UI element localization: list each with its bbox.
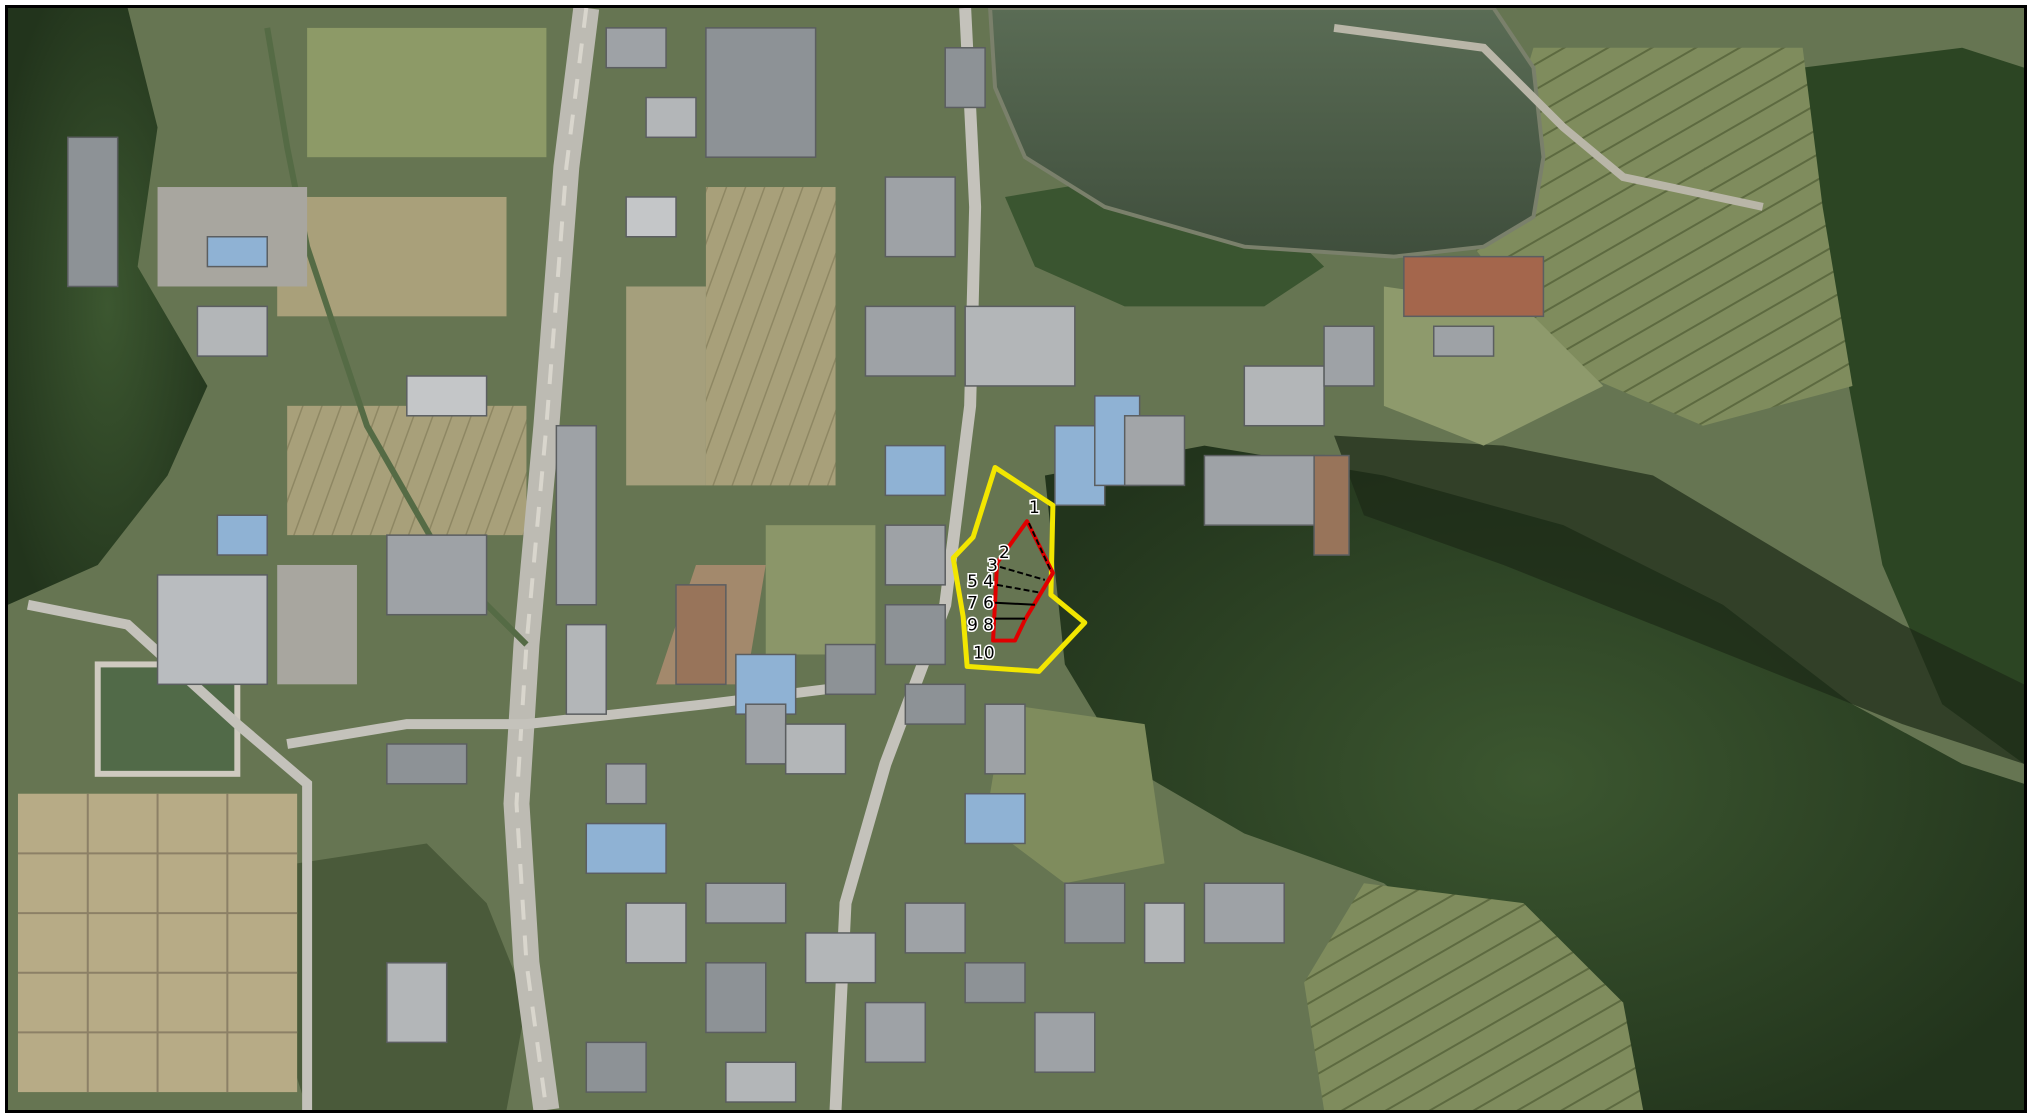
forest-northeast xyxy=(1802,47,2024,764)
point-label-6: 6 xyxy=(983,593,994,613)
field-center-1 xyxy=(705,187,836,486)
inner-boundary-polygon[interactable] xyxy=(991,519,1055,643)
point-label-9: 9 xyxy=(967,615,978,635)
parking-south xyxy=(277,564,357,685)
point-label-4: 4 xyxy=(983,571,994,591)
survey-overlay[interactable]: 1 2 3 5 4 7 6 9 8 10 xyxy=(950,465,1088,674)
point-label-10: 10 xyxy=(973,642,995,662)
road-to-pond xyxy=(1333,23,1764,211)
point-label-1: 1 xyxy=(1029,497,1040,517)
outer-boundary-polygon[interactable] xyxy=(950,465,1088,674)
field-nw-1 xyxy=(307,27,547,158)
section-line-3 xyxy=(996,583,1042,594)
main-road-center xyxy=(514,8,589,1110)
side-road-west xyxy=(26,599,313,1110)
point-label-5: 5 xyxy=(967,571,978,591)
section-line-2 xyxy=(999,566,1046,581)
field-center-2 xyxy=(626,286,706,486)
hill-shadow xyxy=(1334,435,2024,764)
terraces-northeast xyxy=(1473,47,1853,426)
forest-west xyxy=(8,8,208,605)
field-nw-3 xyxy=(287,405,527,536)
field-nw-2 xyxy=(277,196,507,317)
plot-grid xyxy=(17,793,298,1093)
forest-east-hill xyxy=(1044,445,2024,1110)
terraces-south xyxy=(985,704,1165,884)
field-center-3 xyxy=(765,525,876,655)
buildings xyxy=(67,27,1545,1103)
map-frame: 1 2 3 5 4 7 6 9 8 10 xyxy=(5,5,2027,1113)
point-label-3: 3 xyxy=(987,555,998,575)
aerial-map[interactable]: 1 2 3 5 4 7 6 9 8 10 xyxy=(8,8,2024,1110)
point-label-8: 8 xyxy=(983,615,994,635)
point-label-2: 2 xyxy=(999,542,1010,562)
pond[interactable] xyxy=(988,8,1546,259)
terraces-southeast xyxy=(1304,883,1644,1110)
section-line-4 xyxy=(995,601,1035,606)
point-label-7: 7 xyxy=(967,593,978,613)
